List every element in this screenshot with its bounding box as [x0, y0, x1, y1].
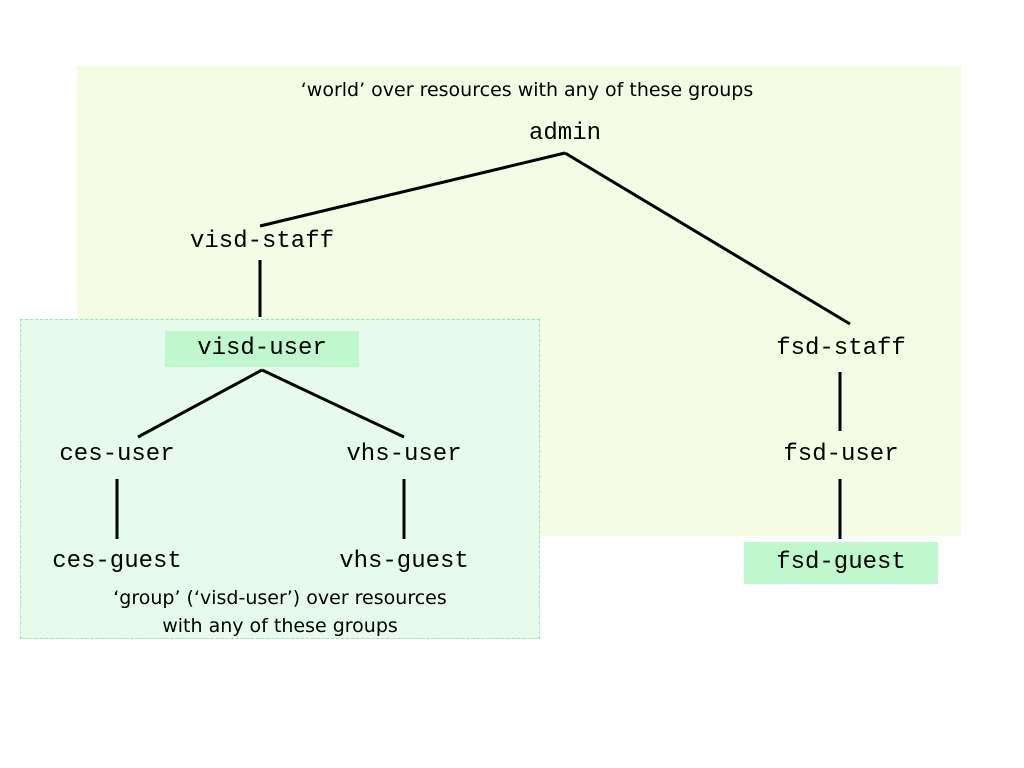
group-region-caption-line1: ‘group’ (‘visd-user’) over resources	[113, 587, 447, 609]
edge-visd-user-ces-user	[137, 368, 263, 439]
node-ces-guest: ces-guest	[52, 548, 182, 575]
group-region-caption-line2: with any of these groups	[162, 615, 398, 637]
edge-admin-fsd-staff	[564, 151, 851, 326]
edge-visd-user-vhs-user	[261, 368, 405, 439]
edge-admin-visd-staff	[259, 151, 566, 228]
node-fsd-staff: fsd-staff	[776, 335, 906, 362]
world-region-caption: ‘world’ over resources with any of these…	[300, 79, 754, 101]
node-ces-user: ces-user	[59, 441, 175, 468]
node-admin: admin	[528, 120, 602, 147]
node-fsd-user: fsd-user	[783, 441, 899, 468]
node-vhs-user: vhs-user	[346, 441, 462, 468]
group-region	[20, 319, 540, 639]
node-fsd-guest: fsd-guest	[744, 542, 938, 584]
node-vhs-guest: vhs-guest	[339, 548, 469, 575]
node-visd-staff: visd-staff	[189, 228, 335, 255]
node-visd-user: visd-user	[165, 331, 359, 367]
